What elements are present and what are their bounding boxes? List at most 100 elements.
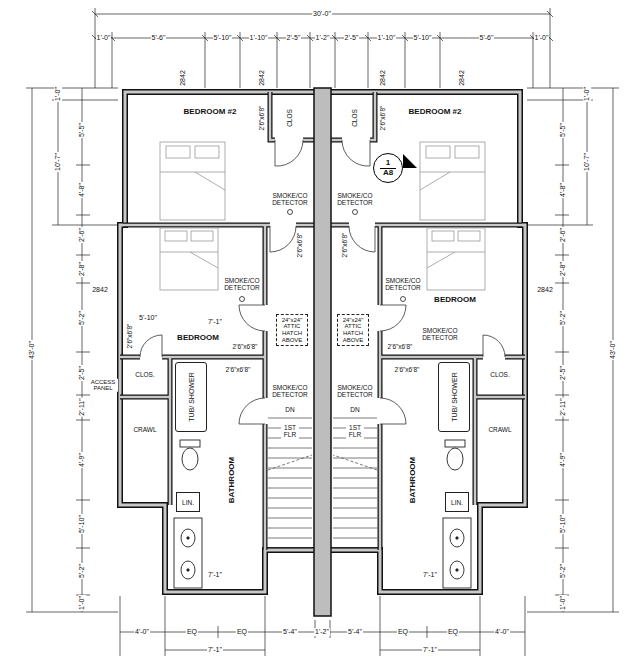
- dwelling-unit: [120, 92, 314, 592]
- room-name: BEDROOM: [176, 334, 220, 343]
- dimension-text: 1'-0": [534, 34, 550, 42]
- plan-note: 2'6"x6'8": [258, 105, 265, 132]
- dimension-text: 5'-4": [282, 628, 298, 636]
- plan-note: 2'6"x6'8": [296, 232, 303, 259]
- dimension-text: 10'-7": [583, 152, 591, 172]
- plan-note: 2'6"x6'8": [394, 366, 421, 373]
- mirrored-unit: [331, 92, 525, 592]
- stair-treads: [268, 418, 312, 548]
- dimension-text: EQ: [397, 628, 409, 636]
- plan-note: SMOKE/CO DETECTOR: [222, 278, 262, 292]
- plan-note: 2'6"x6'8": [232, 343, 259, 350]
- plan-note: 2'6"x6'8": [387, 343, 414, 350]
- dimension-text: 2842: [536, 286, 554, 294]
- dimension-text: 5'-5": [559, 122, 567, 138]
- linen-closet: LIN.: [445, 492, 469, 512]
- door-swings: [140, 140, 303, 424]
- dimension-lines: [26, 8, 619, 656]
- plan-note: SMOKE/CO DETECTOR: [420, 328, 460, 342]
- dimension-text: 1'-0": [54, 86, 62, 102]
- node-text: A8: [380, 168, 396, 178]
- linen-closet: LIN.: [176, 492, 200, 512]
- dimension-text: 2'-6": [559, 227, 567, 243]
- dimension-text: 2842: [458, 69, 466, 87]
- plumbing-fixtures: [174, 440, 202, 588]
- attic-hatch: 24"x24" ATTIC HATCH ABOVE: [337, 314, 369, 346]
- dimension-text: 5'-2": [78, 563, 86, 579]
- plan-note: DN: [349, 406, 360, 413]
- room-name: BATHROOM: [228, 456, 237, 505]
- dimension-text: 7'-1": [207, 646, 223, 654]
- dimension-text: 2'-5": [344, 34, 360, 42]
- dimension-text: 7'-1": [422, 646, 438, 654]
- room-name: BEDROOM #2: [183, 108, 238, 117]
- node-text: TUB/ SHOWER: [188, 372, 195, 421]
- dimension-text: EQ: [236, 628, 248, 636]
- party-wall: [314, 88, 331, 616]
- dimension-text: 2'-6": [78, 227, 86, 243]
- plan-note: SMOKE/CO DETECTOR: [383, 278, 423, 292]
- plan-note: SMOKE/CO DETECTOR: [270, 385, 310, 399]
- dimension-text: 7'-1": [207, 318, 223, 326]
- dimension-text: 5'-10": [413, 34, 433, 42]
- dimension-text: 2842: [91, 286, 109, 294]
- dimension-text: 1'-2": [314, 628, 330, 636]
- dimension-text: 4'-9": [559, 452, 567, 468]
- dimension-text: 43'-0": [609, 340, 617, 360]
- dimension-text: 2842: [379, 69, 387, 87]
- dimension-text: 5'-2": [78, 310, 86, 326]
- dimension-text: 2'-5": [78, 365, 86, 381]
- plan-note: CLOS: [351, 108, 358, 128]
- dimension-text: 2'-5": [286, 34, 302, 42]
- room-name: BEDROOM #2: [408, 108, 463, 117]
- plan-note: 2'6"x6'8": [341, 232, 348, 259]
- dimension-text: 1'-10": [249, 34, 269, 42]
- dimension-text: 30'-0": [312, 10, 332, 18]
- dimension-text: 5'-6": [479, 34, 495, 42]
- dimension-text: 4'-9": [78, 452, 86, 468]
- room-name: BEDROOM: [433, 296, 477, 305]
- plan-note: CRAWL: [487, 426, 512, 433]
- dimension-text: 1'-0": [559, 595, 567, 611]
- dimension-text: 1'-0": [96, 34, 112, 42]
- tub-shower: TUB/ SHOWER: [438, 362, 470, 432]
- dimension-text: 5'-10": [559, 514, 567, 534]
- plan-note: 2'6"x6'8": [225, 366, 252, 373]
- dimension-text: EQ: [186, 628, 198, 636]
- room-name: BATHROOM: [409, 456, 418, 505]
- plan-note: CRAWL: [132, 426, 157, 433]
- plan-note: 1ST FLR: [281, 425, 299, 439]
- dimension-text: 1'-0": [78, 595, 86, 611]
- node-text: 24"x24" ATTIC HATCH ABOVE: [282, 317, 303, 343]
- dimension-text: 43'-0": [28, 340, 36, 360]
- dimension-text: 4'-0": [494, 628, 510, 636]
- plan-note: DN: [284, 406, 295, 413]
- dimension-text: 5'-4": [347, 628, 363, 636]
- dimension-text: 5'-10": [78, 514, 86, 534]
- plan-note: SMOKE/CO DETECTOR: [270, 193, 310, 207]
- node-text: TUB/ SHOWER: [451, 372, 458, 421]
- dimension-text: 1'-2": [315, 34, 331, 42]
- plan-note: CLOS.: [489, 371, 511, 378]
- plan-note: CLOS.: [134, 371, 156, 378]
- dimension-text: 2842: [258, 69, 266, 87]
- plan-note: 2'6"x6'8": [126, 323, 133, 350]
- dimension-text: 2'-5": [559, 365, 567, 381]
- node-text: LIN.: [182, 499, 194, 506]
- dimension-text: 5'-5": [78, 122, 86, 138]
- tub-shower: TUB/ SHOWER: [175, 362, 207, 432]
- plan-note: 1ST FLR: [346, 425, 364, 439]
- dimension-text: 2'-8": [78, 261, 86, 277]
- dimension-text: 5'-6": [151, 34, 167, 42]
- dimension-text: 5'-10": [213, 34, 233, 42]
- node-text: 24"x24" ATTIC HATCH ABOVE: [343, 317, 364, 343]
- dimension-text: EQ: [447, 628, 459, 636]
- dimension-text: 5'-10": [138, 314, 158, 322]
- dimension-text: 5'-2": [559, 563, 567, 579]
- furniture: [160, 142, 225, 290]
- dimension-text: 4'-8": [559, 182, 567, 198]
- attic-hatch: 24"x24" ATTIC HATCH ABOVE: [276, 314, 308, 346]
- node-text: 1: [386, 159, 390, 168]
